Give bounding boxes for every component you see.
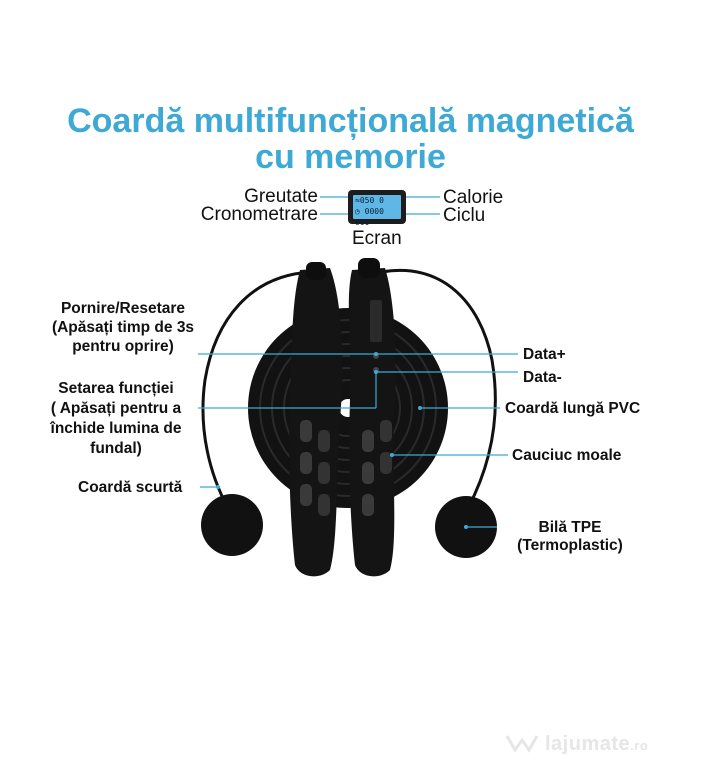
lcd-display: ≈050 0 ◷ 0000 000 — [348, 190, 406, 227]
lcd-row-2: ◷ 0000 000 — [355, 207, 384, 227]
callout-pornire-l2: (Apăsați timp de 3s — [51, 319, 195, 336]
lcd-row-1: ≈050 0 — [355, 196, 384, 205]
left-handle — [289, 262, 343, 577]
short-rope — [201, 270, 313, 509]
callout-dots — [216, 352, 468, 529]
callout-coarda-scurta: Coardă scurtă — [78, 479, 183, 496]
long-pvc-rope — [381, 269, 497, 509]
callout-setare-l4: fundal) — [90, 440, 142, 457]
callout-bila-l1: Bilă TPE — [538, 519, 602, 536]
callout-data-minus: Data- — [523, 369, 562, 386]
callout-lines — [198, 196, 518, 528]
callout-data-plus: Data+ — [523, 346, 566, 363]
watermark-logo-icon — [505, 735, 539, 753]
callout-setare-l1: Setarea funcției — [58, 380, 174, 397]
lcd-screen: ≈050 0 ◷ 0000 000 — [353, 195, 401, 227]
label-calorie: Calorie — [443, 187, 504, 208]
callout-setare-l3: închide lumina de — [50, 420, 182, 437]
callout-bila-l2: (Termoplastic) — [517, 537, 623, 554]
right-handle — [348, 258, 396, 577]
label-greutate: Greutate — [244, 186, 318, 207]
page-title-line2: cu memorie — [255, 138, 446, 176]
callout-pornire-l3: pentru oprire) — [72, 338, 174, 355]
callout-pornire-l1: Pornire/Resetare — [60, 300, 186, 317]
label-cronometrare: Cronometrare — [200, 204, 318, 225]
watermark: lajumate.ro — [545, 733, 648, 756]
callout-coarda-lunga: Coardă lungă PVC — [505, 400, 641, 417]
page-title-line1: Coardă multifuncțională magnetică — [67, 102, 634, 140]
watermark-suffix: .ro — [630, 738, 649, 753]
callout-cauciuc: Cauciuc moale — [512, 447, 622, 464]
label-ecran: Ecran — [352, 228, 402, 249]
callout-setare-l2: ( Apăsați pentru a — [50, 400, 182, 417]
label-ciclu: Ciclu — [443, 205, 486, 226]
left-tpe-ball — [201, 494, 263, 556]
watermark-text: lajumate — [545, 733, 631, 755]
